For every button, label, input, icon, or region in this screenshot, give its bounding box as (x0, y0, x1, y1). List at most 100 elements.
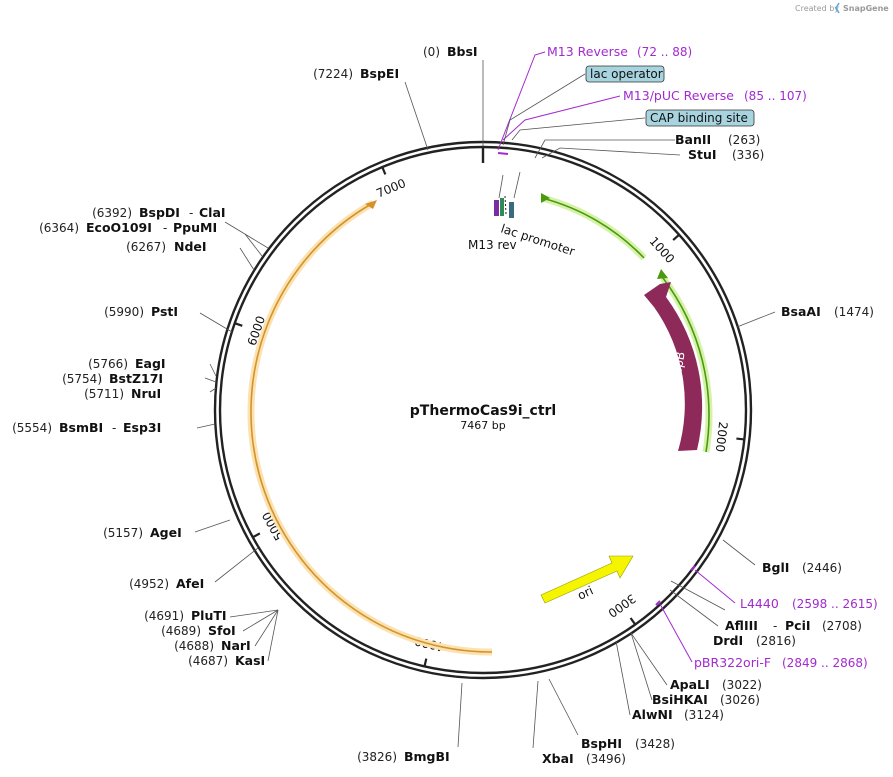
ori-label: ori (575, 583, 595, 602)
enzyme-name-bgli: BglI (762, 560, 789, 575)
plasmid-length: 7467 bp (460, 419, 505, 432)
right-green-orf-arrowhead-icon (657, 269, 668, 279)
tick-mark-5000 (252, 532, 261, 539)
enzyme-position-agei: (5157) (103, 526, 143, 540)
lac-operator-box (585, 65, 665, 83)
enzyme-position-afliii: (2708) (822, 619, 862, 633)
repb-feature-arrow (644, 282, 703, 451)
enzyme-name-eco109: EcoO109I (86, 220, 152, 235)
tick-mark-6000 (234, 322, 243, 327)
tick-mark-4000 (423, 658, 428, 667)
primer-range-m13rev: (72 .. 88) (637, 45, 692, 59)
enzyme-name-afei: AfeI (176, 576, 204, 591)
enzyme-position-kasi: (4687) (188, 654, 228, 668)
m13-rev-label: M13 rev (468, 238, 517, 252)
enzyme-alt-eco109: PpuMI (173, 220, 217, 235)
enzyme-name-nari: NarI (221, 638, 251, 653)
enzyme-position-banii: (263) (728, 133, 760, 147)
enzyme-name-agei: AgeI (150, 525, 182, 540)
leader-lines (194, 60, 776, 749)
upper-green-orf-arrowhead-icon (541, 193, 550, 203)
ori-feature-arrow (540, 555, 634, 604)
enzyme-position-nrui: (5711) (84, 387, 124, 401)
right-green-orf (662, 277, 710, 453)
primer-name-l4440: L4440 (740, 596, 779, 611)
enzyme-position-alwni: (3124) (684, 708, 724, 722)
enzyme-name-apali: ApaLI (670, 677, 710, 692)
l4440-primer-mark (690, 565, 696, 571)
cap-site-feature (509, 202, 514, 218)
primer-range-m13puc: (85 .. 107) (744, 89, 807, 103)
enzyme-name-psti: PstI (151, 304, 178, 319)
enzyme-position-bbsi: (0) (423, 45, 440, 59)
enzyme-position-bmgbi: (3826) (357, 750, 397, 764)
enzyme-name-xbai: XbaI (542, 751, 574, 766)
enzyme-name-banii: BanII (675, 132, 711, 147)
enzyme-name-bsihkai: BsiHKAI (652, 692, 708, 707)
enzyme-position-apali: (3022) (722, 678, 762, 692)
enzyme-position-bspei: (7224) (313, 67, 353, 81)
created-by-credit: Created by (795, 4, 839, 13)
enzyme-alt-bsmbi: Esp3I (123, 420, 161, 435)
lac-promoter-dashed-marker (504, 195, 507, 215)
pbr322-primer-mark (655, 600, 661, 606)
cap-binding-site-label: CAP binding site (650, 111, 748, 125)
repb-label: repB (669, 351, 688, 381)
primer-name-pbr322: pBR322ori-F (694, 655, 771, 670)
lac-operator-label: lac operator (590, 67, 663, 81)
enzyme-name-bbsi: BbsI (447, 44, 478, 59)
primer-leader-lines (497, 51, 736, 663)
primer-range-l4440: (2598 .. 2615) (792, 597, 878, 611)
enzyme-name-alwni: AlwNI (632, 707, 673, 722)
enzyme-name-eagi: EagI (135, 356, 166, 371)
enzyme-position-eagi: (5766) (88, 357, 128, 371)
snapgene-logo-icon (835, 2, 840, 14)
tick-mark-1000 (672, 233, 680, 241)
enzyme-name-bmgbi: BmgBI (404, 749, 450, 764)
enzyme-position-bsmbi: (5554) (12, 421, 52, 435)
tick-label-3000: 3000 (605, 591, 638, 620)
enzyme-name-drdi: DrdI (713, 633, 743, 648)
enzyme-position-nari: (4688) (174, 639, 214, 653)
m13-rev-feature (494, 200, 499, 216)
enzyme-dash-eco109: - (163, 221, 167, 235)
enzyme-name-sfoi: SfoI (208, 623, 236, 638)
enzyme-position-bstz: (5754) (62, 372, 102, 386)
enzyme-name-afliii: AflIII (725, 618, 758, 633)
plasmid-name: pThermoCas9i_ctrl (410, 403, 556, 419)
orange-orf (250, 202, 493, 653)
tick-label-7000: 7000 (374, 176, 408, 201)
enzyme-position-bspdi: (6392) (92, 206, 132, 220)
enzyme-name-bspei: BspEI (360, 66, 399, 81)
primer-name-m13rev: M13 Reverse (547, 44, 628, 59)
enzyme-position-bsphi: (3428) (635, 737, 675, 751)
orange-orf-arrowhead-icon (365, 200, 377, 209)
enzyme-name-bsmbi: BsmBI (59, 420, 103, 435)
enzyme-position-xbai: (3496) (586, 752, 626, 766)
enzyme-position-drdi: (2816) (756, 634, 796, 648)
enzyme-position-psti: (5990) (104, 305, 144, 319)
enzyme-position-stui: (336) (732, 148, 764, 162)
m13-reverse-primer-mark (497, 152, 509, 155)
feature-box-leaders (498, 73, 646, 199)
enzyme-position-afei: (4952) (129, 577, 169, 591)
lac-operator-feature (500, 198, 504, 216)
tick-mark-7000 (381, 166, 387, 175)
enzyme-alt-afliii: PciI (785, 618, 811, 633)
enzyme-name-stui: StuI (688, 147, 717, 162)
enzyme-name-nrui: NruI (131, 386, 161, 401)
enzyme-position-sfoi: (4689) (161, 624, 201, 638)
snapgene-brand: SnapGene (843, 4, 889, 13)
enzyme-name-pluti: PluTI (191, 608, 227, 623)
enzyme-name-ndei: NdeI (174, 239, 207, 254)
enzyme-name-bsphi: BspHI (581, 736, 622, 751)
enzyme-dash-bsmbi: - (112, 421, 116, 435)
enzyme-position-bsihkai: (3026) (720, 693, 760, 707)
enzyme-position-ndei: (6267) (126, 240, 166, 254)
enzyme-name-bstz: BstZ17I (109, 371, 163, 386)
enzyme-position-eco109: (6364) (39, 221, 79, 235)
enzyme-alt-bspdi: ClaI (199, 205, 226, 220)
primer-name-m13puc: M13/pUC Reverse (623, 88, 734, 103)
enzyme-position-bgli: (2446) (802, 561, 842, 575)
enzyme-dash-afliii: - (773, 619, 777, 633)
